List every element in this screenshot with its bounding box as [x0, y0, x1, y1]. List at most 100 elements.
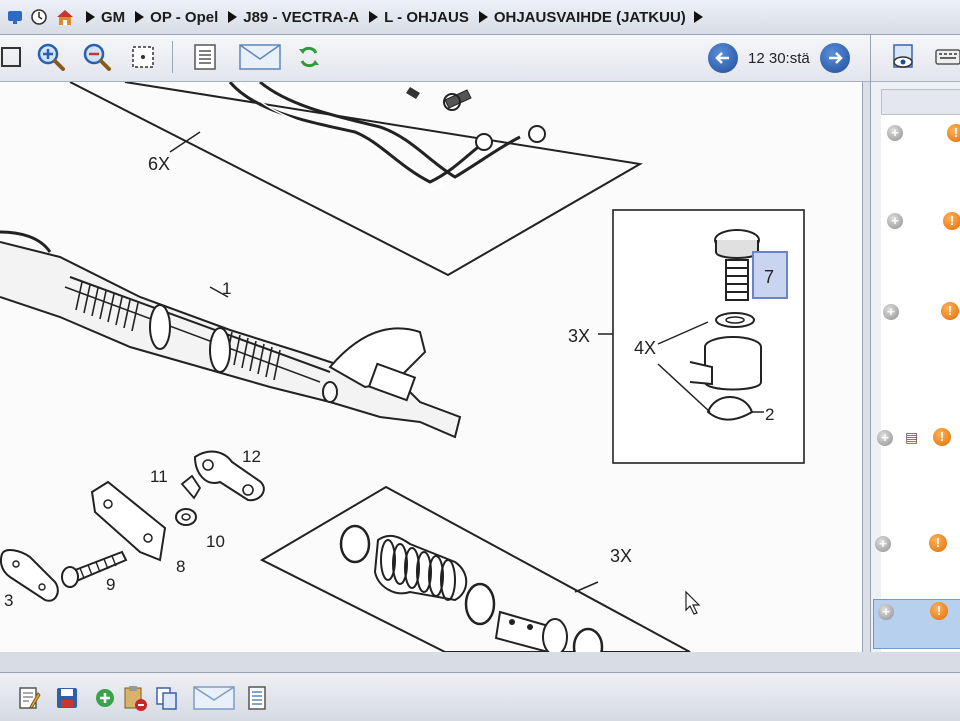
arrow-left-icon — [715, 52, 729, 64]
list-item[interactable]: + ! — [875, 533, 960, 553]
expand-icon[interactable]: + — [875, 536, 891, 552]
clipboard-remove-icon — [124, 686, 147, 711]
zoom-out-icon — [83, 43, 111, 71]
warning-icon: ! — [947, 124, 960, 142]
refresh-button[interactable] — [292, 40, 326, 74]
parts-side-panel: + ! + ! + ! + ▤ ! + ! + ! — [870, 35, 960, 655]
zoom-area-icon — [132, 46, 154, 68]
callout-part-7[interactable]: 7 — [764, 267, 774, 287]
home-icon[interactable] — [54, 8, 76, 26]
email-button[interactable] — [238, 40, 282, 74]
keyboard-button[interactable] — [931, 40, 960, 74]
list-item[interactable]: + ▤ ! — [877, 427, 960, 447]
breadcrumb-item-gm[interactable]: GM — [86, 9, 125, 26]
chevron-right-icon — [228, 11, 238, 23]
page-indicator: 12 30:stä — [748, 49, 810, 67]
status-strip — [0, 652, 960, 672]
breadcrumb-label: J89 - VECTRA-A — [243, 8, 360, 26]
breadcrumb-item-opel[interactable]: OP - Opel — [135, 9, 218, 26]
clock-icon[interactable] — [30, 8, 48, 26]
view-catalog-button[interactable] — [887, 40, 921, 74]
chevron-right-icon — [478, 11, 488, 23]
previous-page-button[interactable] — [708, 43, 738, 73]
arrow-right-icon — [828, 52, 843, 64]
list-item[interactable]: + ! — [881, 123, 960, 143]
bottom-action-bar — [0, 672, 960, 721]
zoom-area-button[interactable] — [126, 40, 160, 74]
document-list-icon — [248, 686, 266, 710]
steering-gear-diagram: 6X 1 3X 7 4X 2 — [0, 82, 805, 652]
add-item-button[interactable] — [90, 683, 120, 713]
breadcrumb-item-vectra[interactable]: J89 - VECTRA-A — [228, 9, 359, 26]
network-icon[interactable] — [6, 8, 24, 26]
expand-icon[interactable]: + — [883, 304, 899, 320]
parts-list-header — [881, 89, 960, 115]
breadcrumb-item-ohjausvaihde[interactable]: OHJAUSVAIHDE (JATKUU) — [478, 8, 709, 26]
warning-icon: ! — [943, 212, 960, 230]
callout-part-1: 1 — [222, 279, 231, 298]
callout-part-11[interactable]: 11 — [150, 467, 168, 486]
copy-icon — [156, 687, 177, 710]
parts-list-button[interactable] — [188, 40, 222, 74]
breadcrumb-item-ohjaus[interactable]: L - OHJAUS — [369, 9, 469, 26]
chevron-right-icon — [693, 11, 703, 23]
chevron-right-icon — [86, 11, 95, 23]
copy-button[interactable] — [152, 683, 182, 713]
chevron-right-icon — [135, 11, 145, 23]
list-item[interactable]: + ! — [881, 301, 960, 321]
zoom-in-button[interactable] — [34, 40, 68, 74]
side-panel-toolbar — [871, 35, 960, 82]
chevron-right-icon — [369, 11, 379, 23]
exploded-diagram-canvas[interactable]: 6X 1 3X 7 4X 2 — [0, 82, 863, 652]
print-list-button[interactable] — [242, 683, 272, 713]
list-item-selected[interactable]: + ! — [873, 599, 960, 649]
diagram-toolbar: 12 30:stä — [0, 35, 870, 82]
remove-from-clipboard-button[interactable] — [120, 683, 150, 713]
callout-3x-left: 3X — [568, 326, 590, 346]
expand-icon[interactable]: + — [887, 125, 903, 141]
list-icon — [194, 44, 216, 70]
refresh-icon — [299, 46, 319, 68]
breadcrumb-bar: GM OP - Opel J89 - VECTRA-A L - OHJAUS O… — [0, 0, 960, 35]
expand-icon[interactable]: + — [878, 604, 894, 620]
expand-icon[interactable]: + — [887, 213, 903, 229]
callout-4x: 4X — [634, 338, 656, 358]
breadcrumb-label: OHJAUSVAIHDE (JATKUU) — [493, 8, 686, 26]
save-button[interactable] — [52, 683, 82, 713]
parts-list: + ! + ! + ! + ▤ ! + ! + ! — [873, 115, 960, 655]
callout-part-3[interactable]: 3 — [4, 591, 13, 610]
envelope-icon — [193, 686, 235, 710]
envelope-icon — [239, 44, 281, 70]
list-item[interactable]: + ! — [881, 211, 960, 231]
add-circle-icon — [96, 689, 114, 707]
callout-part-2[interactable]: 2 — [765, 405, 774, 424]
edit-notes-button[interactable] — [14, 683, 44, 713]
send-email-button[interactable] — [192, 683, 236, 713]
callout-3x-bottom: 3X — [610, 546, 632, 566]
catalog-eye-icon — [893, 44, 913, 68]
floppy-disk-icon — [57, 688, 77, 708]
breadcrumb-label: L - OHJAUS — [384, 8, 469, 26]
zoom-in-icon — [37, 43, 65, 71]
toolbar-divider — [172, 41, 173, 73]
zoom-out-button[interactable] — [80, 40, 114, 74]
warning-icon: ! — [929, 534, 947, 552]
breadcrumb-label: GM — [101, 8, 126, 26]
callout-part-10[interactable]: 10 — [206, 532, 225, 551]
warning-icon: ! — [941, 302, 959, 320]
callout-part-8[interactable]: 8 — [176, 557, 185, 576]
callout-6x: 6X — [148, 154, 170, 174]
warning-icon: ! — [933, 428, 951, 446]
page-navigator: 12 30:stä — [708, 41, 850, 75]
callout-part-12[interactable]: 12 — [242, 447, 261, 466]
breadcrumb-label: OP - Opel — [150, 8, 219, 26]
fit-page-button[interactable] — [0, 40, 28, 74]
mouse-cursor-icon — [685, 590, 701, 615]
callout-part-9[interactable]: 9 — [106, 575, 115, 594]
note-document-icon[interactable]: ▤ — [905, 429, 919, 445]
next-page-button[interactable] — [819, 43, 850, 73]
keyboard-icon — [935, 49, 960, 65]
notepad-pencil-icon — [19, 687, 41, 709]
fit-page-icon — [1, 47, 21, 67]
expand-icon[interactable]: + — [877, 430, 893, 446]
